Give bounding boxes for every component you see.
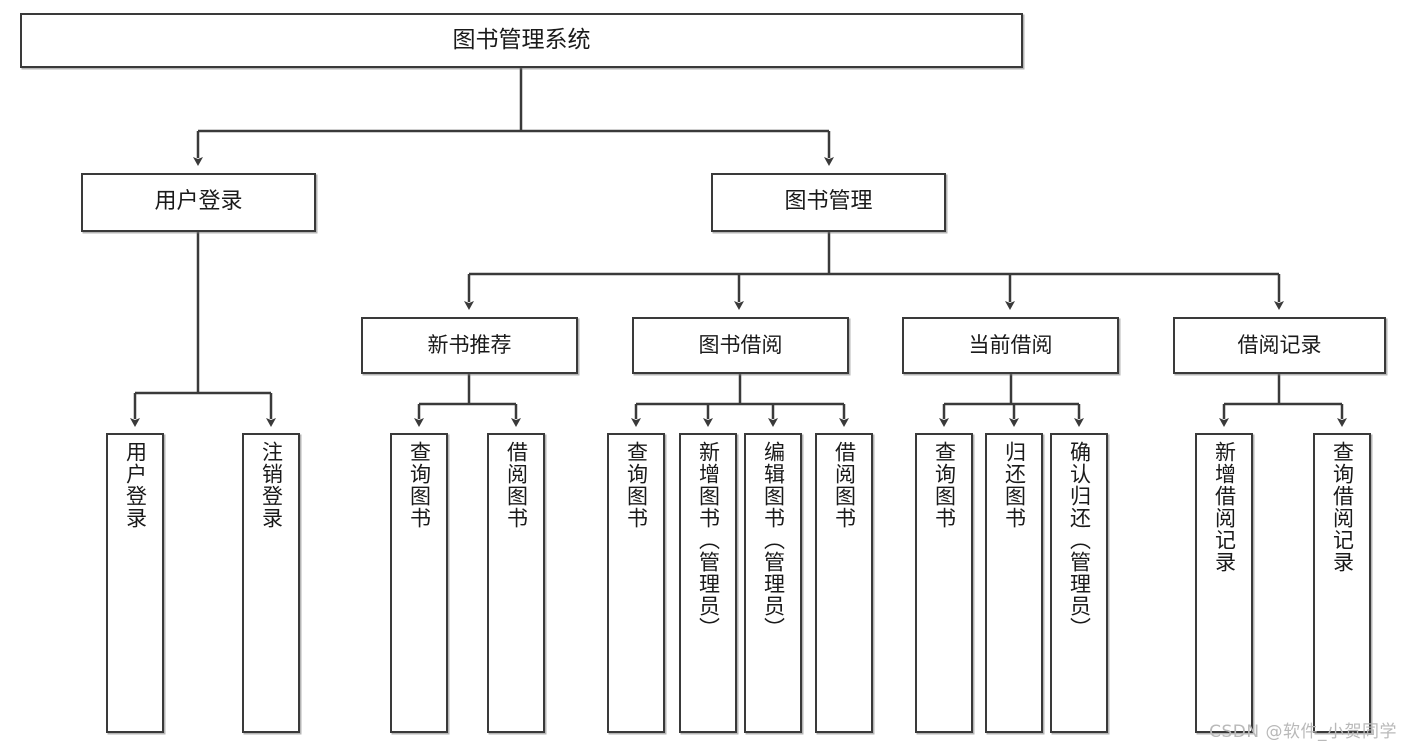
node-label: 借阅图书 (504, 441, 529, 529)
node-label: 借阅记录 (1237, 332, 1322, 357)
node-label: 图书借阅 (698, 332, 783, 357)
node-label: 注销登录 (259, 441, 284, 529)
node-label: 新增图书（管理员） (696, 441, 721, 639)
csdn-watermark: CSDN @软件_小贺同学 (1209, 722, 1397, 742)
leaf-user-login[interactable]: 用户登录 (106, 433, 164, 733)
leaf-record-add-borrow-record[interactable]: 新增借阅记录 (1195, 433, 1253, 733)
node-user-login[interactable]: 用户登录 (81, 173, 316, 232)
node-label: 编辑图书（管理员） (761, 441, 786, 639)
node-book-management[interactable]: 图书管理 (711, 173, 946, 232)
node-current-borrow[interactable]: 当前借阅 (902, 317, 1119, 374)
node-label: 当前借阅 (968, 332, 1053, 357)
leaf-recommend-query-book[interactable]: 查询图书 (390, 433, 448, 733)
node-label: 用户登录 (154, 189, 243, 215)
leaf-borrow-query-book[interactable]: 查询图书 (607, 433, 665, 733)
node-label: 新书推荐 (427, 332, 512, 357)
leaf-logout-login[interactable]: 注销登录 (242, 433, 300, 733)
node-label: 确认归还（管理员） (1067, 441, 1092, 639)
node-new-book-recommend[interactable]: 新书推荐 (361, 317, 578, 374)
node-label: 借阅图书 (832, 441, 857, 529)
node-label: 用户登录 (123, 441, 148, 529)
node-label: 查询图书 (932, 441, 957, 529)
leaf-borrow-borrow-book[interactable]: 借阅图书 (815, 433, 873, 733)
node-label: 新增借阅记录 (1212, 441, 1237, 573)
node-label: 查询图书 (624, 441, 649, 529)
node-label: 图书管理系统 (452, 27, 591, 54)
leaf-borrow-add-book-admin[interactable]: 新增图书（管理员） (679, 433, 737, 733)
leaf-borrow-edit-book-admin[interactable]: 编辑图书（管理员） (744, 433, 802, 733)
node-borrow-record[interactable]: 借阅记录 (1173, 317, 1386, 374)
leaf-current-query-book[interactable]: 查询图书 (915, 433, 973, 733)
node-label: 图书管理 (784, 189, 873, 215)
node-book-borrow[interactable]: 图书借阅 (632, 317, 849, 374)
node-label: 查询图书 (407, 441, 432, 529)
node-root-system[interactable]: 图书管理系统 (20, 13, 1023, 68)
node-label: 查询借阅记录 (1330, 441, 1355, 573)
leaf-record-query-borrow-record[interactable]: 查询借阅记录 (1313, 433, 1371, 733)
leaf-current-confirm-return-admin[interactable]: 确认归还（管理员） (1050, 433, 1108, 733)
node-label: 归还图书 (1002, 441, 1027, 529)
leaf-recommend-borrow-book[interactable]: 借阅图书 (487, 433, 545, 733)
leaf-current-return-book[interactable]: 归还图书 (985, 433, 1043, 733)
